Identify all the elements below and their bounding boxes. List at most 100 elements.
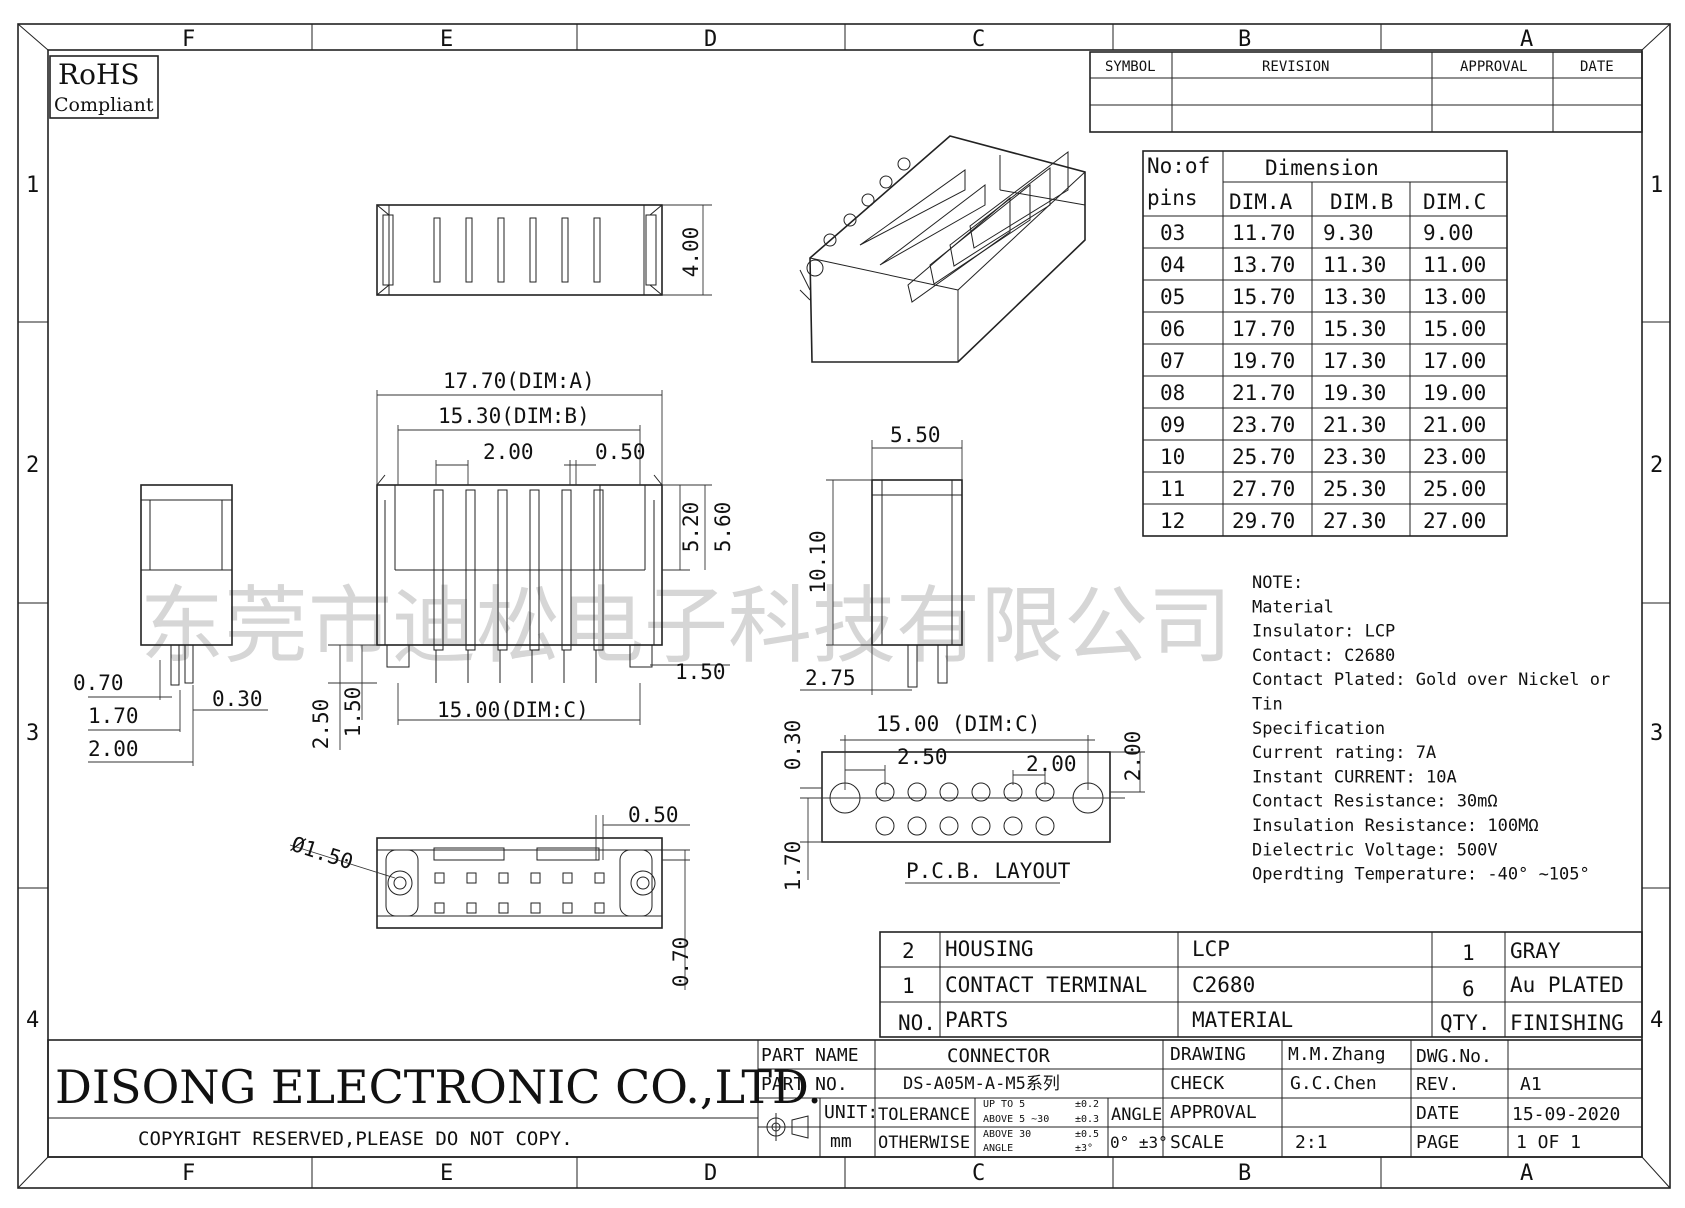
bom-header-no: NO.: [898, 1011, 936, 1035]
approval-label: APPROVAL: [1170, 1102, 1257, 1123]
title-block: DISONG ELECTRONIC CO.,LTD. COPYRIGHT RES…: [47, 1039, 1643, 1158]
bom-header-parts: PARTS: [945, 1008, 1008, 1032]
note-line: Material: [1252, 597, 1334, 617]
unit-label: UNIT:: [824, 1102, 878, 1123]
note-line: NOTE:: [1252, 573, 1303, 593]
bom-row1-finish: GRAY: [1510, 939, 1561, 963]
dim-end-275-label: 2.75: [805, 666, 856, 690]
dim-table-cell-c: 23.00: [1423, 445, 1486, 469]
rev-header-symbol: SYMBOL: [1105, 59, 1156, 75]
watermark: 东莞市迪松电子科技有限公司: [140, 577, 1232, 675]
part-name-value: CONNECTOR: [947, 1045, 1051, 1067]
dim-table-cell-b: 25.30: [1323, 477, 1386, 501]
bom-row1-material: LCP: [1192, 937, 1230, 961]
dim-table-header-pins-1: No:of: [1147, 154, 1210, 178]
bom-header-material: MATERIAL: [1192, 1008, 1293, 1032]
pcb-dim-250-label: 2.50: [897, 745, 948, 769]
dim-bottom-diameter-label: Ø1.50: [288, 832, 356, 874]
bom-row2-part: CONTACT TERMINAL: [945, 973, 1147, 997]
tol-up-to-5-value: ±0.2: [1075, 1099, 1099, 1110]
dim-table-header-pins-2: pins: [1147, 186, 1198, 210]
part-no-value: DS-A05M-A-M5系列: [903, 1074, 1060, 1094]
dim-table-cell-a: 25.70: [1232, 445, 1295, 469]
row-label-2: 2: [26, 453, 39, 478]
tol-angle: ANGLE: [983, 1143, 1013, 1154]
note-line: Dielectric Voltage: 500V: [1252, 840, 1498, 860]
rev-header-approval: APPROVAL: [1460, 59, 1527, 75]
dim-table-cell-b: 11.30: [1323, 253, 1386, 277]
page-label: PAGE: [1416, 1132, 1459, 1153]
dim-bottom-050-label: 0.50: [628, 803, 679, 827]
dim-side-200: 2.00: [88, 737, 139, 761]
dim-front-250-label: 2.50: [309, 699, 333, 750]
dim-pitch-label: 2.00: [483, 440, 534, 464]
end-view: 5.50 10.10 2.75: [800, 423, 963, 695]
bom-row1-qty: 1: [1462, 941, 1475, 965]
dim-table-cell-c: 27.00: [1423, 509, 1486, 533]
isometric-view: [799, 135, 1086, 363]
bom-row2-qty: 6: [1462, 977, 1475, 1001]
pcb-layout: 15.00 (DIM:C) 2.50 2.00 2.00 0.30 1.70 P…: [781, 712, 1145, 891]
unit-value: mm: [830, 1131, 852, 1152]
note-line: Tin: [1252, 695, 1283, 715]
rev-label: REV.: [1416, 1074, 1459, 1095]
dimension-table: No:of pins Dimension DIM.A DIM.B DIM.C 0…: [1142, 150, 1508, 537]
check-label: CHECK: [1170, 1073, 1224, 1094]
tol-5-30-value: ±0.3: [1075, 1114, 1099, 1125]
bom-header-finishing: FINISHING: [1510, 1011, 1624, 1035]
dim-table-col-b: DIM.B: [1330, 190, 1393, 214]
dim-table-cell-a: 21.70: [1232, 381, 1295, 405]
dim-table-cell-c: 13.00: [1423, 285, 1486, 309]
note-line: Contact Resistance: 30mΩ: [1252, 792, 1498, 812]
dim-table-cell-c: 9.00: [1423, 221, 1474, 245]
dim-table-cell-pins: 08: [1160, 381, 1185, 405]
dim-h560-label: 5.60: [711, 502, 735, 553]
row-label-1-right: 1: [1650, 173, 1663, 198]
note-line: Operdting Temperature: -40° ~105°: [1252, 865, 1590, 885]
dim-table-cell-a: 13.70: [1232, 253, 1295, 277]
rohs-title: RoHS: [58, 58, 140, 91]
dim-table-col-c: DIM.C: [1423, 190, 1486, 214]
note-line: Contact Plated: Gold over Nickel or: [1252, 670, 1610, 690]
pcb-dim-200v-label: 2.00: [1121, 731, 1145, 782]
dim-table-cell-pins: 03: [1160, 221, 1185, 245]
tol-up-to-5: UP TO 5: [983, 1099, 1025, 1110]
row-label-2-right: 2: [1650, 453, 1663, 478]
dim-table-cell-b: 13.30: [1323, 285, 1386, 309]
scale-value: 2:1: [1295, 1132, 1328, 1153]
dim-side-030: 0.30: [212, 687, 263, 711]
note-line: Insulator: LCP: [1252, 622, 1395, 642]
rev-value: A1: [1520, 1074, 1542, 1095]
tol-above-30-value: ±0.5: [1075, 1129, 1099, 1140]
col-label-b-bottom: B: [1238, 1161, 1251, 1186]
part-name-label: PART NAME: [761, 1045, 859, 1066]
front-view: 17.70(DIM:A) 15.30(DIM:B) 2.00 0.50 5.20…: [309, 369, 735, 750]
bom-row1-part: HOUSING: [945, 937, 1034, 961]
dim-c-label: 15.00(DIM:C): [437, 698, 589, 722]
drawing-label: DRAWING: [1170, 1044, 1246, 1065]
dwg-no-label: DWG.No.: [1416, 1046, 1492, 1067]
dim-table-cell-pins: 07: [1160, 349, 1185, 373]
dim-table-cell-pins: 11: [1160, 477, 1185, 501]
revision-table: SYMBOL REVISION APPROVAL DATE: [1089, 51, 1643, 133]
col-label-f-bottom: F: [182, 1161, 195, 1186]
drawing-value: M.M.Zhang: [1288, 1044, 1386, 1065]
bom-row1-no: 2: [902, 939, 915, 963]
company-name: DISONG ELECTRONIC CO.,LTD.: [55, 1060, 822, 1114]
dim-side-070: 0.70: [73, 671, 124, 695]
dim-table-cell-a: 19.70: [1232, 349, 1295, 373]
col-label-a: A: [1520, 27, 1533, 52]
scale-label: SCALE: [1170, 1132, 1224, 1153]
row-label-3: 3: [26, 721, 39, 746]
dim-table-cell-a: 15.70: [1232, 285, 1295, 309]
pcb-caption: P.C.B. LAYOUT: [906, 859, 1071, 883]
tol-angle-value: ±3°: [1075, 1143, 1093, 1154]
col-label-c-bottom: C: [972, 1161, 985, 1186]
projection-symbol-icon: [762, 1113, 809, 1141]
dim-table-cell-c: 17.00: [1423, 349, 1486, 373]
dim-table-cell-c: 21.00: [1423, 413, 1486, 437]
pcb-dim-200-label: 2.00: [1026, 752, 1077, 776]
dim-table-cell-c: 11.00: [1423, 253, 1486, 277]
